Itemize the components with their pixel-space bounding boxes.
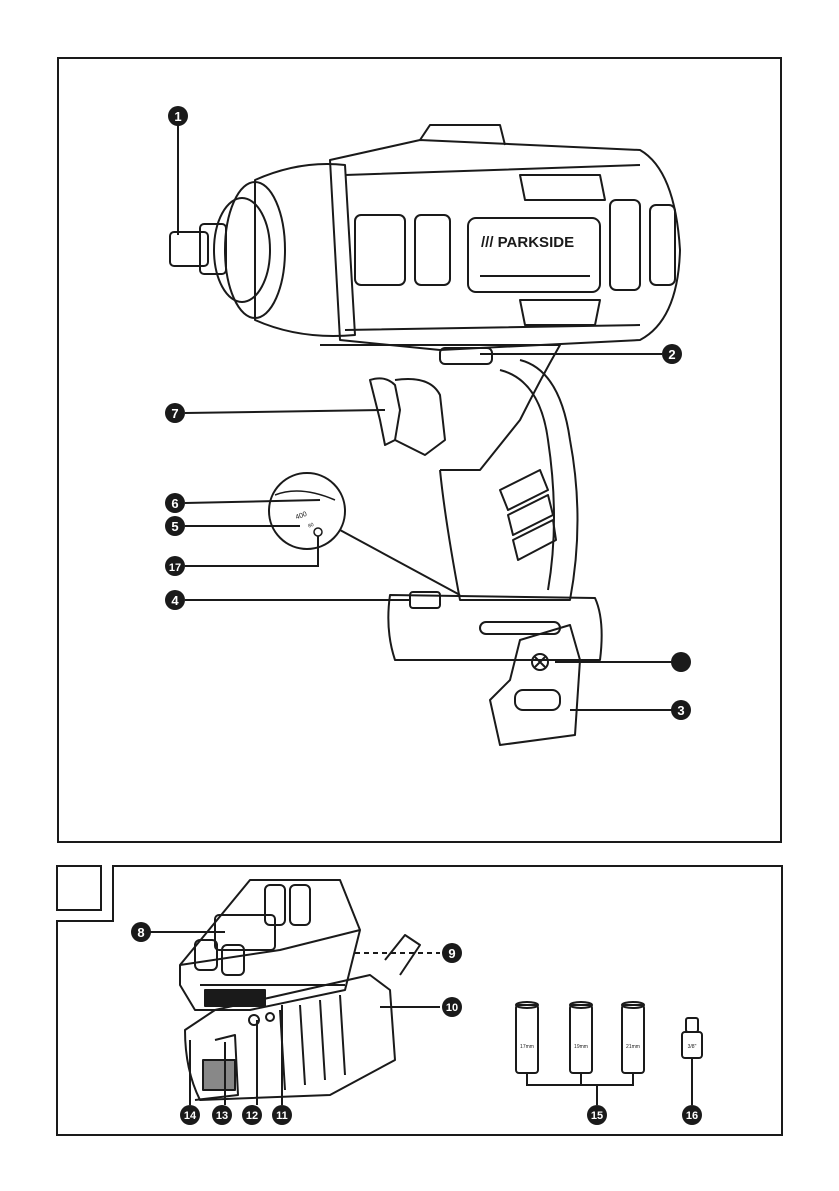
square-drive — [170, 232, 208, 266]
impact-wrench-drawing — [170, 125, 680, 745]
adapter-size: 3/8" — [688, 1044, 697, 1050]
callout-5: 5 — [171, 519, 178, 534]
callout-lines-a — [178, 125, 672, 710]
logo-plate — [468, 218, 600, 292]
callout-4: 4 — [171, 593, 179, 608]
callout-7: 7 — [171, 406, 178, 421]
speed-dial-detail: 400 80 — [269, 473, 460, 595]
callout-13: 13 — [216, 1110, 228, 1122]
charger-vent — [203, 1060, 235, 1090]
callout-14: 14 — [184, 1110, 197, 1122]
callout-8: 8 — [137, 925, 144, 940]
callout-3: 3 — [677, 703, 684, 718]
belt-clip — [490, 625, 580, 745]
socket-adapter — [682, 1018, 702, 1058]
callout-10: 10 — [446, 1002, 458, 1014]
figure-panel-b-frame — [57, 866, 782, 1135]
callout-1: 1 — [174, 109, 181, 124]
socket-2-size: 19mm — [574, 1044, 588, 1050]
callout-16: 16 — [686, 1110, 698, 1122]
socket-2 — [570, 1002, 592, 1073]
socket-3-size: 21mm — [626, 1044, 640, 1050]
callout-11: 11 — [276, 1110, 288, 1122]
trigger — [370, 378, 400, 445]
battery-charger-drawing — [180, 880, 420, 1100]
brand-logo: /// PARKSIDE — [481, 234, 574, 251]
socket-1 — [516, 1002, 538, 1073]
socket-3 — [622, 1002, 644, 1073]
callout-12: 12 — [246, 1110, 258, 1122]
callout-9: 9 — [448, 946, 455, 961]
callout-6: 6 — [171, 496, 178, 511]
figure-label-box — [57, 866, 101, 910]
callout-17: 17 — [169, 562, 181, 574]
socket-1-size: 17mm — [520, 1044, 534, 1050]
sockets-set — [516, 1002, 702, 1073]
charger-cable — [385, 935, 420, 975]
callout-15: 15 — [591, 1110, 603, 1122]
callout-2: 2 — [668, 347, 675, 362]
